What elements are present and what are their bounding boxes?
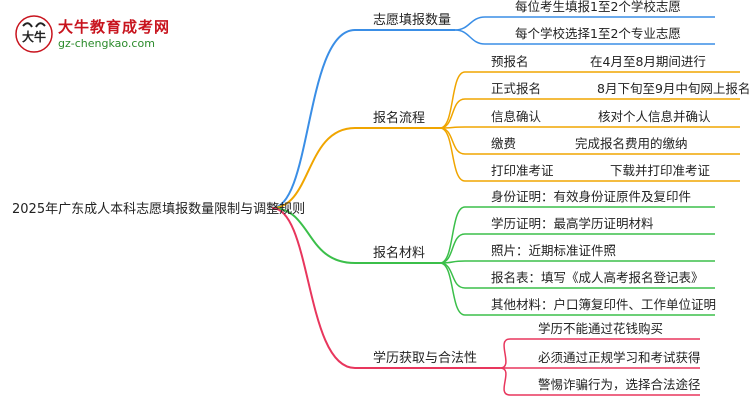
- leaf-label: 缴费: [491, 136, 516, 151]
- leaf-label: 每个学校选择1至2个专业志愿: [515, 26, 681, 41]
- leaf-label: 其他材料：户口簿复印件、工作单位证明: [491, 297, 716, 312]
- logo-url: gz-chengkao.com: [58, 37, 155, 50]
- mind-map-edges: [271, 16, 740, 396]
- branch-edge: [271, 29, 356, 209]
- logo-title: 大牛教育成考网: [58, 18, 171, 36]
- branch-label: 报名材料: [373, 245, 425, 261]
- leaf-edge: [454, 29, 486, 45]
- leaf-edge: [454, 16, 486, 31]
- leaf-edge: [439, 127, 466, 155]
- branch-label: 报名流程: [373, 110, 425, 126]
- leaf-detail: 核对个人信息并确认: [598, 109, 711, 124]
- branch-label: 学历获取与合法性: [373, 350, 477, 366]
- leaf-label: 学历证明：最高学历证明材料: [491, 216, 654, 231]
- leaf-detail: 完成报名费用的缴纳: [575, 136, 688, 151]
- leaf-edge: [439, 233, 466, 264]
- leaf-label: 必须通过正规学习和考试获得: [538, 350, 701, 365]
- leaf-detail: 下载并打印准考证: [610, 163, 711, 178]
- site-logo[interactable]: 大牛 大牛教育成考网 gz-chengkao.com: [14, 14, 194, 54]
- leaf-detail: 在4月至8月期间进行: [590, 54, 706, 69]
- leaf-label: 正式报名: [491, 81, 541, 96]
- leaf-edge: [439, 262, 466, 316]
- bull-logo-icon: 大牛: [15, 15, 53, 53]
- leaf-label: 照片：近期标准证件照: [491, 243, 616, 258]
- leaf-label: 每位考生填报1至2个学校志愿: [515, 0, 681, 14]
- leaf-edge: [439, 127, 466, 182]
- root-node-label: 2025年广东成人本科志愿填报数量限制与调整规则: [12, 202, 305, 217]
- leaf-edge: [439, 98, 466, 129]
- leaf-label: 信息确认: [491, 109, 542, 124]
- branch-label: 志愿填报数量: [373, 13, 451, 28]
- leaf-label: 身份证明：有效身份证原件及复印件: [491, 189, 691, 204]
- leaf-edge: [499, 367, 511, 396]
- leaf-detail: 8月下旬至9月中旬网上报名: [597, 81, 750, 96]
- logo-mark-text: 大牛: [22, 29, 46, 44]
- branch-edge: [271, 207, 356, 369]
- leaf-label: 学历不能通过花钱购买: [538, 321, 663, 336]
- leaf-label: 报名表：填写《成人高考报名登记表》: [491, 270, 704, 285]
- leaf-label: 警惕诈骗行为，选择合法途径: [538, 377, 701, 392]
- leaf-label: 打印准考证: [491, 163, 554, 178]
- branch-edge: [271, 207, 356, 264]
- leaf-edge: [499, 338, 511, 369]
- leaf-edge: [439, 262, 466, 289]
- branch-edge: [271, 127, 356, 209]
- leaf-label: 预报名: [491, 54, 529, 69]
